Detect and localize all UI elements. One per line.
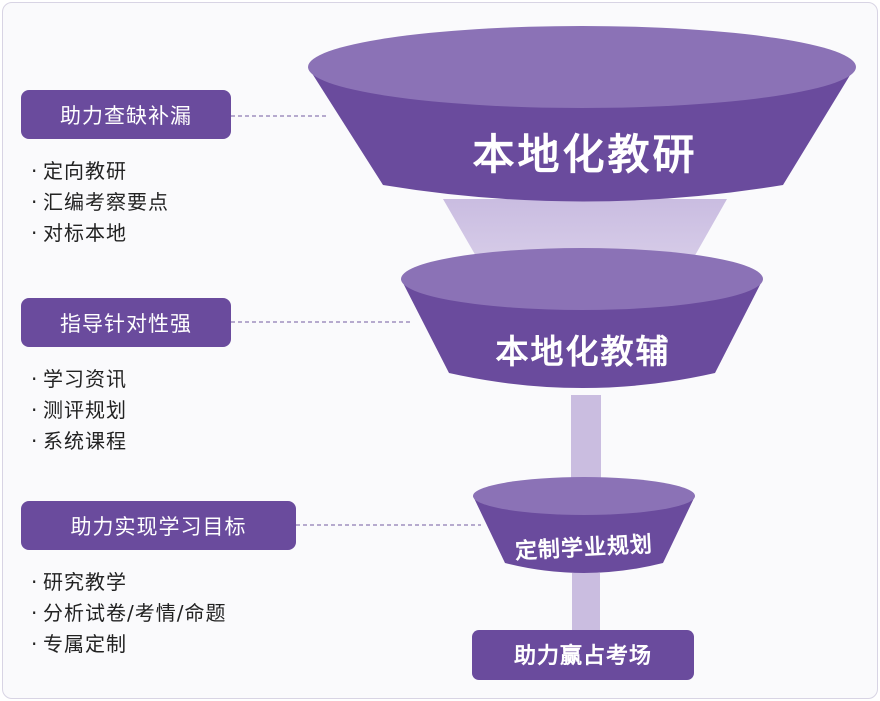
section-3-bullet-list: ·研究教学 ·分析试卷/考情/命题 ·专属定制 — [31, 567, 226, 660]
funnel-tier-1-label: 本地化教研 — [472, 130, 697, 179]
section-1-bullet-list: ·定向教研 ·汇编考察要点 ·对标本地 — [31, 156, 169, 249]
funnel-bottom-box: 助力赢占考场 — [472, 630, 694, 680]
funnel-tier-1: 本地化教研 — [308, 26, 856, 202]
funnel-tier-2-label: 本地化教辅 — [496, 332, 671, 371]
section-2-pill: 指导针对性强 — [21, 298, 231, 347]
list-item: ·学习资讯 — [31, 367, 127, 391]
funnel-tier-3: 定制学业规划 — [473, 477, 695, 573]
list-item: ·定向教研 — [31, 159, 127, 183]
list-item: ·专属定制 — [31, 632, 127, 656]
beam-2 — [571, 395, 601, 491]
section-1-pill: 助力查缺补漏 — [21, 90, 231, 139]
funnel-graphic: 本地化教研 本地化教辅 定制学业规划 助力赢占考场 — [231, 26, 856, 680]
list-item: ·对标本地 — [31, 221, 127, 245]
list-item: ·汇编考察要点 — [31, 190, 169, 214]
list-item: ·系统课程 — [31, 429, 127, 453]
funnel-tier-2: 本地化教辅 — [401, 248, 763, 388]
funnel-bottom-label: 助力赢占考场 — [514, 643, 652, 669]
list-item: ·分析试卷/考情/命题 — [31, 601, 227, 625]
list-item: ·测评规划 — [31, 398, 127, 422]
list-item: ·研究教学 — [31, 570, 127, 594]
section-3-pill: 助力实现学习目标 — [21, 501, 296, 550]
section-2-bullet-list: ·学习资讯 ·测评规划 ·系统课程 — [31, 364, 127, 457]
beam-3 — [572, 573, 600, 633]
